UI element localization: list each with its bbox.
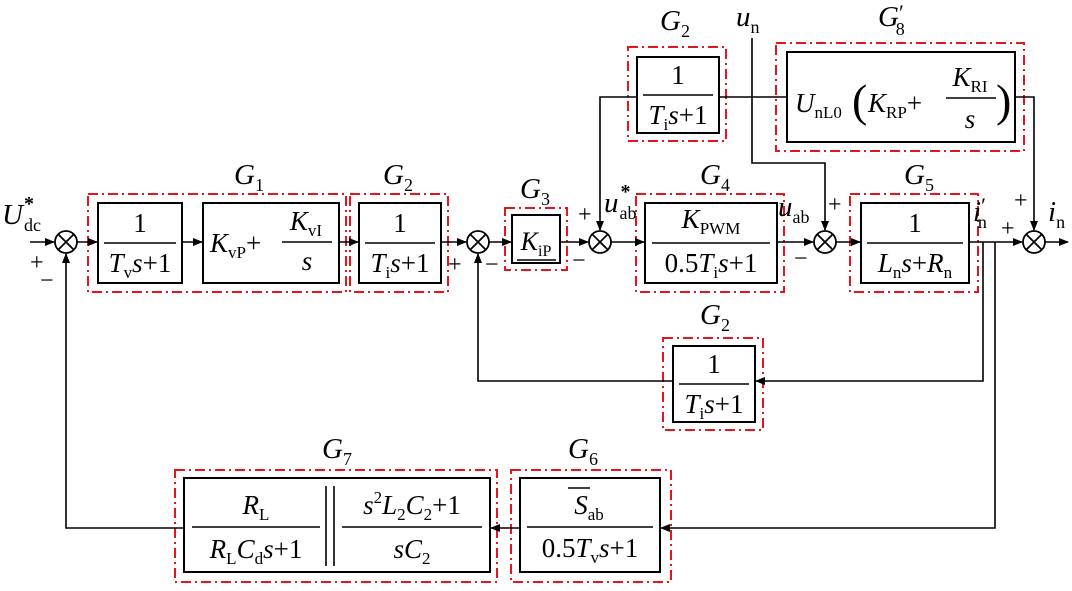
tf-current-delay-top: 1 Tis+1 [643, 60, 713, 134]
tf-voltage-pi-int-num: KvI [289, 206, 323, 240]
signal-un: un [736, 1, 760, 37]
label-g4: G4 [700, 159, 730, 195]
tf-load-left-num: RL [242, 490, 270, 524]
sign-plus-in-prime: + [1001, 216, 1015, 242]
block-grid-voltage-pi [786, 51, 1016, 143]
polarity-signs: + − + − + − + − + + [30, 188, 1028, 294]
tf-grid-voltage-pi-lparen: ( [852, 75, 867, 126]
tf-grid-voltage-pi-int-num: KRI [951, 62, 987, 96]
signal-uab: uab [778, 191, 810, 227]
tf-current-delay-feedback: 1 Tis+1 [679, 349, 749, 423]
tf-switching-function-den: 0.5Tvs+1 [542, 533, 639, 567]
tf-pwm-num: KPWM [681, 204, 741, 238]
label-g2-feedback: G2 [700, 299, 730, 335]
tf-grid-voltage-pi: UnL0 ( KRP+ KRI s ) [795, 62, 1011, 134]
tf-current-delay-main-num: 1 [393, 208, 407, 238]
label-g8: G′8 [878, 0, 905, 39]
signal-in: in [1048, 196, 1065, 232]
block-load-impedance [183, 477, 491, 573]
group-g5-frame [849, 193, 979, 293]
tf-current-delay-top-den: Tis+1 [648, 100, 707, 134]
tf-voltage-pi-int-den: s [302, 246, 313, 276]
tf-plant: 1 Lns+Rn [867, 208, 963, 282]
tf-switching-function: Sab 0.5Tvs+1 [527, 487, 653, 567]
signal-udc-ref: U*dc [2, 193, 41, 235]
group-g6-frame [510, 469, 672, 583]
tf-current-delay-feedback-den: Tis+1 [684, 389, 743, 423]
tf-kip-gain: KiP [520, 227, 552, 260]
group-g7-frame [174, 469, 498, 583]
sign-plus-un: + [828, 192, 842, 218]
group-g3-frame [504, 207, 568, 271]
signal-in-prime: i′n [973, 193, 987, 232]
label-g6: G6 [568, 433, 598, 469]
block-kip-gain [511, 214, 561, 264]
tf-voltage-filter-num: 1 [133, 208, 147, 238]
label-g7: G7 [322, 433, 352, 469]
block-switching-function [519, 477, 661, 573]
tf-load-left-den: RLCds+1 [209, 534, 303, 568]
tf-voltage-filter: 1 Tvs+1 [104, 208, 176, 282]
sign-plus-udc: + [30, 250, 44, 276]
group-g2-frame-top [627, 46, 727, 142]
tf-voltage-pi: KvP+ KvI s [209, 206, 332, 276]
signal-uab-ref: u*ab [604, 181, 637, 223]
tf-voltage-filter-den: Tvs+1 [109, 248, 172, 282]
tf-voltage-pi-prop: KvP+ [209, 228, 261, 262]
sum-junction-voltage [54, 230, 78, 254]
label-g5: G5 [904, 159, 934, 195]
label-g2-main: G2 [383, 159, 413, 195]
sum-junction-grid [813, 230, 837, 254]
tf-load-impedance: RL RLCds+1 s2L2C2+1 sC2 [192, 486, 482, 568]
tf-pwm-den: 0.5Tis+1 [665, 248, 758, 282]
label-g2-top: G2 [660, 5, 690, 41]
tf-plant-num: 1 [908, 208, 922, 238]
tf-grid-voltage-pi-rparen: ) [996, 75, 1011, 126]
signal-wires [30, 38, 1069, 532]
tf-load-right-den: sC2 [393, 534, 430, 568]
tf-current-delay-top-num: 1 [671, 60, 685, 90]
sign-minus-uab: − [794, 246, 808, 272]
sign-minus-modulation: − [572, 248, 586, 274]
sign-minus-current-feedback: − [485, 252, 499, 278]
tf-grid-voltage-pi-prop: KRP+ [867, 88, 922, 122]
sign-plus-current: + [448, 252, 462, 278]
sum-junction-current [466, 230, 490, 254]
tf-current-delay-main-den: Tis+1 [370, 248, 429, 282]
tf-plant-den: Lns+Rn [877, 248, 953, 282]
tf-switching-function-num: Sab [574, 490, 604, 524]
sign-plus-g8: + [1014, 188, 1028, 214]
sign-minus-udc-feedback: − [40, 268, 54, 294]
tf-current-delay-main: 1 Tis+1 [365, 208, 435, 282]
sum-junction-output [1022, 230, 1046, 254]
tf-grid-voltage-pi-int-den: s [965, 104, 976, 134]
tf-pwm: KPWM 0.5Tis+1 [652, 204, 770, 282]
sum-junction-modulation [588, 230, 612, 254]
sign-plus-feedforward: + [578, 202, 592, 228]
tf-grid-voltage-pi-gain: UnL0 [795, 88, 842, 122]
tf-load-right-num: s2L2C2+1 [363, 488, 461, 524]
label-g1: G1 [234, 159, 264, 195]
label-g3: G3 [520, 173, 550, 209]
block-voltage-pi [202, 202, 340, 284]
tf-current-delay-feedback-num: 1 [707, 349, 721, 379]
